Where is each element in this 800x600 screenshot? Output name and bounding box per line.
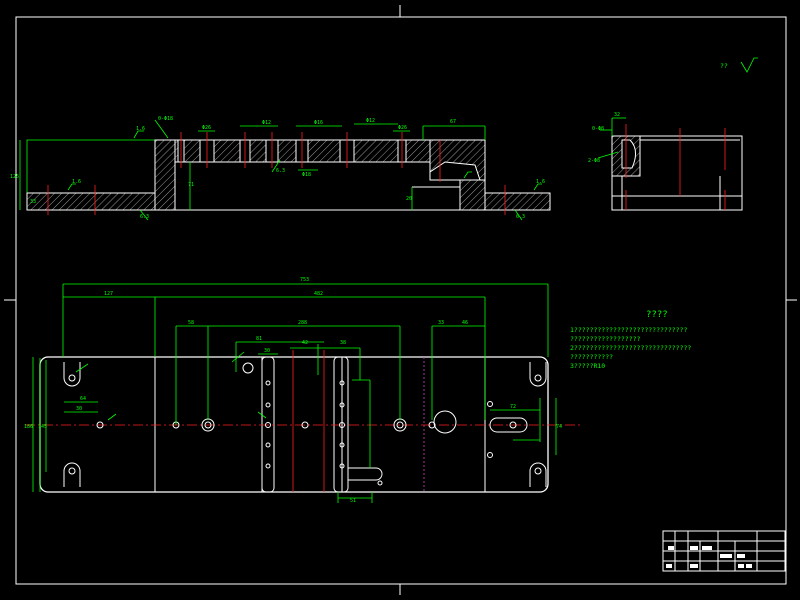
- side-dim-32: 32: [614, 112, 620, 118]
- plan-view: 753 127 482 58 288 33 46 81 42 38 30 30 …: [24, 277, 580, 504]
- dim-30a: 30: [264, 348, 270, 354]
- technical-notes: ???? 1????????????????????????????? ????…: [570, 310, 691, 370]
- note-line-5: 3?????R10: [570, 362, 605, 370]
- section-view: 125 0-Φ18 Φ26 Φ12 Φ16 Φ12 Φ26 67 71 20 6…: [10, 116, 551, 221]
- drawing-frame: [4, 5, 797, 595]
- dim-33: 33: [438, 320, 444, 326]
- dim-hole-label-5: Φ12: [366, 118, 375, 124]
- note-line-4: ???????????: [570, 353, 613, 361]
- dim-186: 186: [24, 424, 33, 430]
- title-block: [662, 530, 786, 572]
- dim-38: 38: [340, 340, 346, 346]
- dim-74: 74: [556, 424, 562, 430]
- dim-hole-label-7: Φ18: [302, 172, 311, 178]
- dim-rough-bottom-r: 6.3: [516, 214, 525, 220]
- dim-rough-right: 1.6: [536, 179, 545, 185]
- dim-width-67: 67: [450, 119, 456, 125]
- note-line-3: 2??????????????????????????????: [570, 344, 691, 352]
- dim-height-20: 20: [406, 196, 412, 202]
- dim-hole-label-1: 0-Φ18: [158, 116, 173, 122]
- dim-hole-label-4: Φ16: [314, 120, 323, 126]
- dim-127: 127: [104, 291, 113, 297]
- dim-height-125: 125: [10, 174, 19, 180]
- dim-rough-top: 1.6: [136, 126, 145, 132]
- side-dim-hole-1: 0-Φ8: [592, 126, 604, 132]
- dim-288: 288: [298, 320, 307, 326]
- dim-hole-label-2: Φ26: [202, 125, 211, 131]
- dim-height-71: 71: [188, 182, 194, 188]
- dim-hole-label-6: Φ26: [398, 125, 407, 131]
- dim-482: 482: [314, 291, 323, 297]
- dim-64: 64: [80, 396, 86, 402]
- dim-roughness-63: 6.3: [276, 168, 285, 174]
- note-line-1: 1?????????????????????????????: [570, 326, 687, 334]
- dim-rough-left: 1.6: [72, 179, 81, 185]
- dim-145: 145: [38, 424, 47, 430]
- dim-rough-bottom-l: 6.3: [140, 214, 149, 220]
- side-dim-hole-2: 2-Φ8: [588, 158, 600, 164]
- note-line-2: ??????????????????: [570, 335, 641, 343]
- dim-58: 58: [188, 320, 194, 326]
- dim-42: 42: [302, 340, 308, 346]
- dim-51: 51: [350, 498, 356, 504]
- dim-depth-33: 33: [30, 199, 36, 205]
- roughness-text: ??: [720, 62, 728, 70]
- dim-81: 81: [256, 336, 262, 342]
- dim-hole-label-3: Φ12: [262, 120, 271, 126]
- roughness-symbol: ??: [720, 57, 758, 73]
- dim-30b: 30: [76, 406, 82, 412]
- side-view: 32 0-Φ8 2-Φ8: [588, 112, 743, 211]
- dim-overall-753: 753: [300, 277, 309, 283]
- dim-72: 72: [510, 404, 516, 410]
- dim-46: 46: [462, 320, 468, 326]
- notes-title: ????: [646, 310, 668, 320]
